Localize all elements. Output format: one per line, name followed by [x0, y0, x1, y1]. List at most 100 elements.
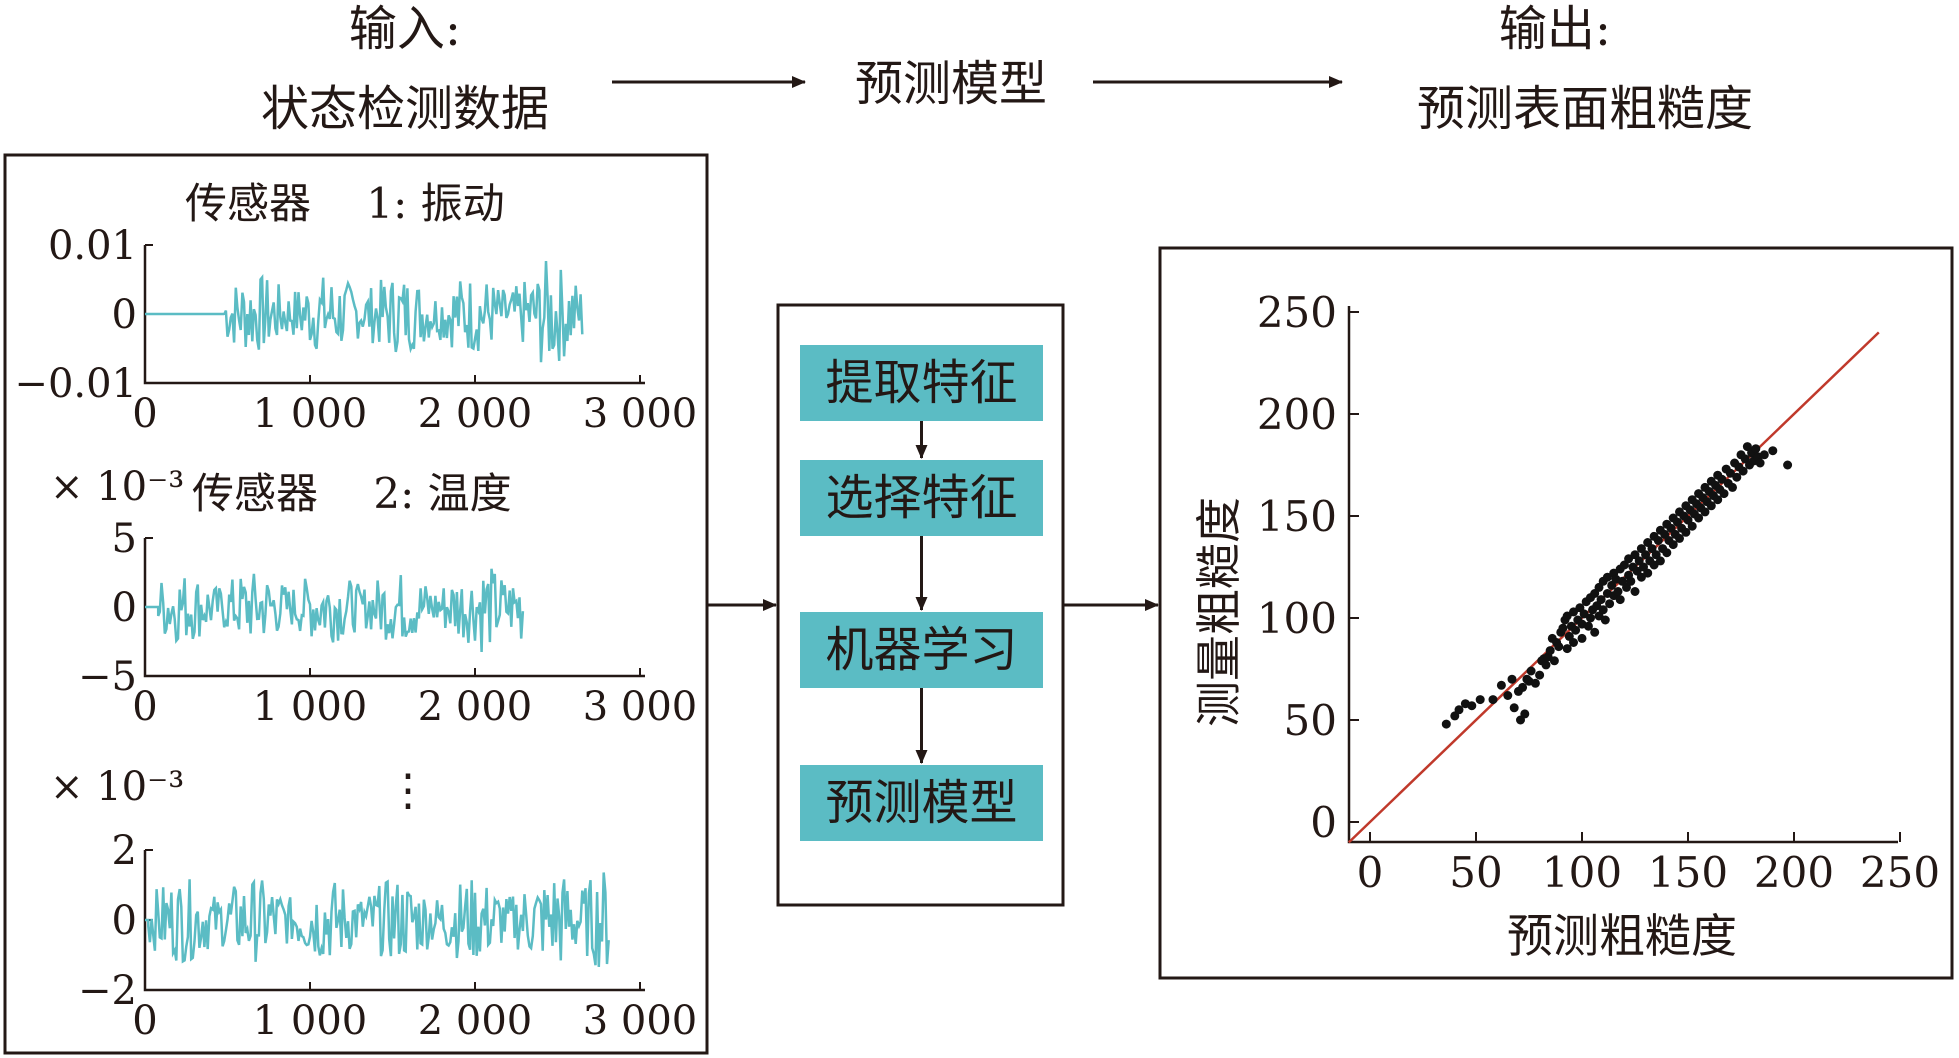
- y-tick-label: −2: [78, 968, 137, 1014]
- x-tick-label: 0: [132, 998, 157, 1044]
- chart-panel: [1158, 246, 1954, 980]
- model-label: 预测模型: [855, 56, 1047, 112]
- pipeline-step-label: 预测模型: [825, 775, 1017, 831]
- scatter-point: [1662, 548, 1672, 558]
- output-desc: 预测表面粗糙度: [1417, 81, 1753, 137]
- scatter-point: [1467, 701, 1477, 711]
- scatter-point: [1755, 458, 1765, 468]
- y-tick-label: −0.01: [14, 361, 137, 407]
- scatter-point: [1725, 468, 1735, 478]
- scatter-point: [1569, 638, 1578, 647]
- scatter-point: [1518, 682, 1528, 692]
- scatter-point: [1668, 540, 1678, 550]
- scatter-point: [1600, 615, 1610, 625]
- scatter-point: [1613, 587, 1623, 596]
- y-tick-label: −5: [78, 654, 137, 700]
- scatter-point: [1605, 599, 1615, 609]
- scatter-point: [1454, 705, 1464, 715]
- scatter-point: [1759, 450, 1769, 460]
- scatter-point: [1768, 446, 1778, 456]
- y-tick-label: 0: [112, 292, 137, 338]
- y-tick-label: 0: [112, 898, 137, 944]
- x-tick-label: 1 000: [253, 391, 368, 437]
- x-tick-label: 0: [1357, 848, 1384, 897]
- scatter-point: [1732, 472, 1742, 482]
- scatter-point: [1630, 587, 1640, 596]
- scatter-point: [1713, 495, 1723, 505]
- scatter-point: [1507, 674, 1517, 684]
- scatter-point: [1602, 572, 1612, 582]
- scatter-point: [1655, 556, 1665, 566]
- pipeline-step-box: [800, 612, 1043, 688]
- scatter-point: [1541, 660, 1551, 670]
- scatter-point: [1687, 521, 1697, 531]
- sensor3-multiplier: × 10⁻³: [50, 764, 184, 810]
- scatter-point: [1579, 609, 1589, 619]
- scatter-point: [1496, 680, 1506, 690]
- scatter-point: [1700, 507, 1710, 517]
- scatter-point: [1694, 513, 1704, 523]
- scatter-point: [1475, 695, 1485, 705]
- x-tick-label: 0: [132, 391, 157, 437]
- y-tick-label: 0: [1310, 798, 1337, 847]
- scatter-point: [1653, 536, 1663, 545]
- x-tick-label: 1 000: [253, 998, 368, 1044]
- scatter-point: [1569, 607, 1578, 617]
- x-tick-label: 100: [1542, 848, 1622, 897]
- sensor1-title: 传感器 1: 振动: [185, 179, 505, 228]
- sensor2-title: 传感器 2: 温度: [192, 469, 512, 518]
- y-tick-label: 250: [1257, 288, 1337, 337]
- scatter-point: [1549, 656, 1559, 666]
- scatter-point: [1681, 527, 1691, 537]
- ellipsis: ⋮: [386, 765, 430, 816]
- scatter-point: [1728, 482, 1737, 492]
- x-tick-label: 3 000: [583, 391, 698, 437]
- y-tick-label: 0: [112, 585, 137, 631]
- scatter-point: [1738, 466, 1748, 476]
- chart-ylabel: 测量粗糙度: [1192, 497, 1246, 727]
- signal-line: [145, 568, 525, 653]
- scatter-point: [1675, 533, 1684, 543]
- signal-line: [145, 872, 610, 967]
- x-tick-label: 1 000: [253, 684, 368, 730]
- pipeline-step-label: 提取特征: [825, 355, 1017, 411]
- y-tick-label: 50: [1284, 696, 1337, 745]
- scatter-point: [1558, 623, 1568, 633]
- scatter-point: [1562, 644, 1572, 654]
- chart-xlabel: 预测粗糙度: [1507, 909, 1737, 963]
- y-tick-label: 5: [112, 516, 137, 562]
- output-label: 输出:: [1499, 1, 1611, 57]
- scatter-point: [1509, 703, 1519, 713]
- x-tick-label: 150: [1648, 848, 1728, 897]
- scatter-point: [1719, 489, 1729, 499]
- y-tick-label: 0.01: [48, 223, 137, 269]
- scatter-point: [1583, 621, 1593, 631]
- scatter-point: [1590, 627, 1600, 637]
- sensor2-multiplier: × 10⁻³: [50, 464, 184, 510]
- pipeline-step-box: [800, 345, 1043, 421]
- signal-line: [145, 261, 584, 363]
- scatter-point: [1598, 605, 1608, 615]
- scatter-point: [1626, 576, 1636, 586]
- scatter-point: [1535, 670, 1545, 680]
- x-tick-label: 50: [1449, 848, 1502, 897]
- pipeline-step-box: [800, 765, 1043, 841]
- scatter-point: [1783, 460, 1793, 470]
- scatter-point: [1530, 678, 1540, 688]
- scatter-point: [1503, 691, 1513, 700]
- y-tick-label: 2: [112, 828, 137, 874]
- x-tick-label: 250: [1860, 848, 1940, 897]
- scatter-point: [1520, 709, 1530, 719]
- pipeline-step-label: 选择特征: [825, 470, 1017, 526]
- scatter-point: [1571, 625, 1581, 635]
- scatter-point: [1706, 501, 1716, 511]
- scatter-point: [1717, 474, 1727, 484]
- scatter-point: [1545, 646, 1555, 656]
- y-tick-label: 150: [1257, 492, 1337, 541]
